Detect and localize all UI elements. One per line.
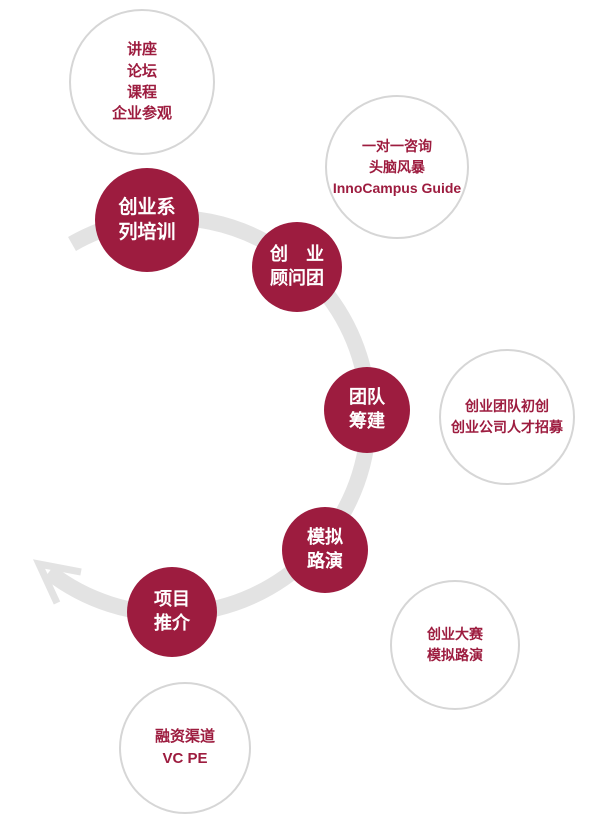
satellite-label-line: 企业参观 — [111, 105, 172, 123]
satellite-label-line: 融资渠道 — [154, 727, 215, 745]
stage-circle-mock-roadshow: 模拟 路演 — [282, 507, 368, 593]
stage-label-line: 项目 — [154, 589, 190, 610]
stage-circle-advisors: 创 业 顾问团 — [252, 222, 342, 312]
stage-circle-training: 创业系 列培训 — [95, 168, 199, 272]
stage-label-line: 推介 — [154, 613, 190, 633]
satellite-circle-advisor-items: 一对一咨询 头脑风暴 InnoCampus Guide — [325, 95, 469, 239]
satellite-label-line: 创业大赛 — [427, 626, 483, 642]
stage-label-line: 筹建 — [349, 411, 385, 431]
stage-label-line: 路演 — [307, 551, 343, 571]
satellite-circle-training-items: 讲座 论坛 课程 企业参观 — [69, 9, 215, 155]
satellite-label-line: 创业团队初创 — [465, 398, 549, 414]
stage-label-line: 顾问团 — [270, 268, 324, 288]
satellite-label-line: VC PE — [162, 750, 208, 767]
stage-circle-team-building: 团队 筹建 — [324, 367, 410, 453]
stage-label-line: 模拟 — [307, 527, 343, 548]
stage-label-line: 创 业 — [270, 244, 324, 265]
satellite-label-line: 讲座 — [126, 41, 157, 59]
cycle-arrowhead-icon — [32, 559, 82, 605]
stage-label-line: 创业系 — [118, 196, 176, 218]
stage-circle-project-pitch: 项目 推介 — [127, 567, 217, 657]
satellite-label-line: 模拟路演 — [427, 647, 483, 663]
stage-label-line: 团队 — [349, 387, 385, 408]
satellite-label-line: 一对一咨询 — [362, 137, 432, 154]
stage-label-line: 列培训 — [118, 222, 176, 243]
satellite-circle-roadshow-items: 创业大赛 模拟路演 — [390, 580, 520, 710]
satellite-label-line: 创业公司人才招募 — [451, 419, 563, 435]
satellite-label-line: 头脑风暴 — [369, 158, 425, 175]
satellite-label-line: InnoCampus Guide — [332, 179, 462, 196]
satellite-circle-team-items: 创业团队初创 创业公司人才招募 — [439, 349, 575, 485]
satellite-label-line: 课程 — [126, 84, 157, 101]
satellite-label-line: 论坛 — [126, 62, 157, 80]
satellite-circle-financing-items: 融资渠道 VC PE — [119, 682, 251, 814]
